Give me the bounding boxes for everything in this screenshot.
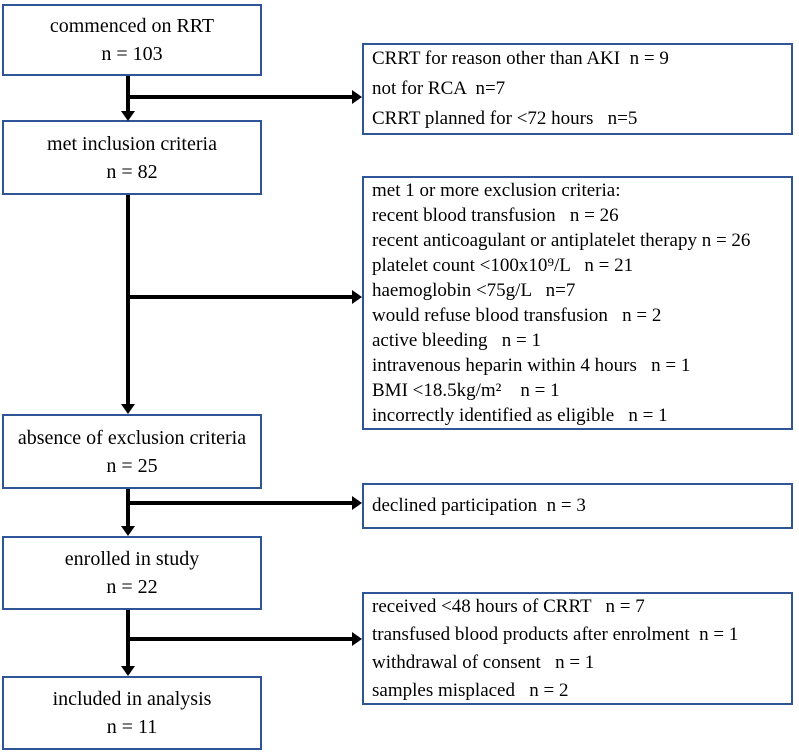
exclusion-line: received <48 hours of CRRT n = 7 <box>372 595 645 617</box>
exclusion-line: recent blood transfusion n = 26 <box>372 205 619 226</box>
exclusion-line: not for RCA n=7 <box>372 78 506 99</box>
arrow-3-branch-line <box>126 501 354 505</box>
arrow-2-branch-line <box>126 295 354 299</box>
box-count: n = 82 <box>106 160 158 183</box>
exclusion-line: incorrectly identified as eligible n = 1 <box>372 405 668 426</box>
exclusion-line: BMI <18.5kg/m² n = 1 <box>372 380 560 401</box>
exclusion-line: would refuse blood transfusion n = 2 <box>372 305 662 326</box>
flow-box-absence-exclusion: absence of exclusion criteria n = 25 <box>2 414 262 489</box>
exclusion-line: transfused blood products after enrolmen… <box>372 623 739 645</box>
box-label: commenced on RRT <box>49 15 215 37</box>
box-count: n = 103 <box>101 43 163 65</box>
flow-box-post-enrolment-exclusions: received <48 hours of CRRT n = 7 transfu… <box>362 592 793 705</box>
arrow-1-right-arrowhead-icon <box>352 90 362 104</box>
exclusion-line: active bleeding n = 1 <box>372 330 541 351</box>
arrow-1-branch-line <box>126 95 354 99</box>
box-count: n = 25 <box>106 454 158 477</box>
flow-box-crrt-other-reasons: CRRT for reason other than AKI n = 9 not… <box>362 43 793 135</box>
exclusion-line: intravenous heparin within 4 hours n = 1 <box>372 355 691 376</box>
arrow-2-down-arrowhead-icon <box>121 404 135 414</box>
exclusion-line: withdrawal of consent n = 1 <box>372 651 595 673</box>
arrow-4-down-arrowhead-icon <box>121 666 135 676</box>
arrow-2-vertical-line <box>126 195 130 404</box>
arrow-3-right-arrowhead-icon <box>352 496 362 510</box>
flow-box-commenced-rrt: commenced on RRT n = 103 <box>2 4 262 76</box>
flow-box-met-inclusion: met inclusion criteria n = 82 <box>2 120 262 195</box>
exclusion-line: met 1 or more exclusion criteria: <box>372 180 621 201</box>
box-label: enrolled in study <box>64 548 200 570</box>
exclusion-line: declined participation n = 3 <box>372 495 586 516</box>
box-count: n = 22 <box>106 576 158 598</box>
exclusion-line: haemoglobin <75g/L n=7 <box>372 280 576 301</box>
arrow-1-vertical-line <box>126 76 130 111</box>
exclusion-line: samples misplaced n = 2 <box>372 679 569 701</box>
exclusion-line: CRRT for reason other than AKI n = 9 <box>372 48 669 69</box>
exclusion-line: platelet count <100x10⁹/L n = 21 <box>372 255 634 276</box>
flow-box-enrolled: enrolled in study n = 22 <box>2 536 262 610</box>
box-label: included in analysis <box>52 688 212 710</box>
box-label: met inclusion criteria <box>47 132 217 155</box>
box-label: absence of exclusion criteria <box>17 426 247 449</box>
exclusion-line: recent anticoagulant or antiplatelet the… <box>372 230 751 251</box>
arrow-1-down-arrowhead-icon <box>121 111 135 121</box>
flow-box-exclusion-criteria: met 1 or more exclusion criteria: recent… <box>362 176 793 430</box>
flow-box-declined-participation: declined participation n = 3 <box>362 483 793 529</box>
exclusion-line: CRRT planned for <72 hours n=5 <box>372 108 638 129</box>
arrow-4-right-arrowhead-icon <box>352 632 362 646</box>
arrow-4-branch-line <box>126 637 354 641</box>
flow-box-included-analysis: included in analysis n = 11 <box>2 676 262 750</box>
arrow-2-right-arrowhead-icon <box>352 290 362 304</box>
box-count: n = 11 <box>106 716 158 738</box>
arrow-3-down-arrowhead-icon <box>121 526 135 536</box>
arrow-3-vertical-line <box>126 489 130 526</box>
